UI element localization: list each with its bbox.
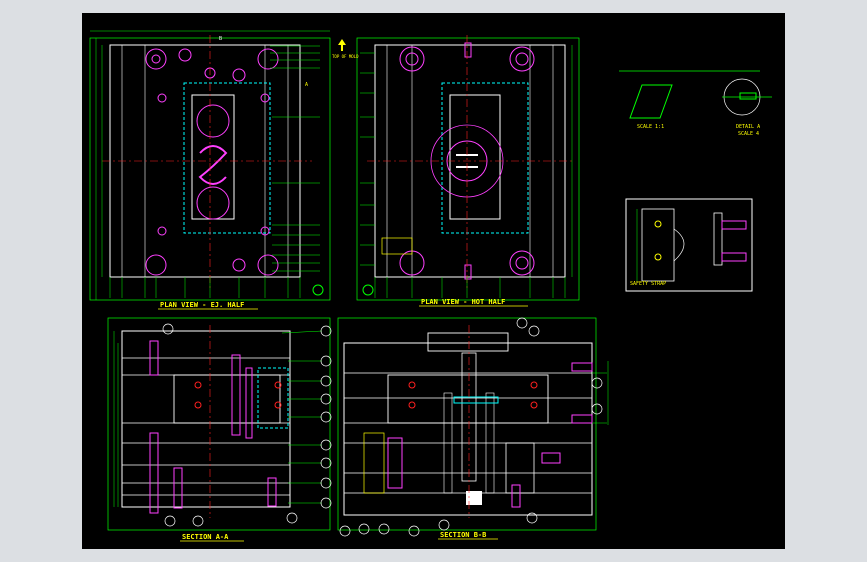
balloons-section-b-b: [339, 317, 603, 537]
section-mark-a: A: [305, 82, 308, 88]
title-section-aa: SECTION A-A: [182, 533, 229, 541]
label-scale-1-1: SCALE 1:1: [637, 124, 664, 130]
section-mark-b: B: [219, 36, 222, 42]
safety-strap-view: SAFETY STRAP: [625, 198, 753, 292]
section-a-a: SECTION A-A: [107, 317, 332, 542]
balloons-section-a-a: [162, 323, 332, 527]
plan-view-hot-half: PLAN VIEW - HOT HALF: [356, 35, 580, 307]
drawing-canvas: A B PLAN VIEW - EJ. HALF: [82, 13, 785, 549]
scale-detail-view: SCALE 1:1 DETAIL A SCALE 4: [619, 70, 772, 137]
top-of-mold-indicator: TOP OF MOLD: [332, 39, 359, 59]
title-plan-ej: PLAN VIEW - EJ. HALF: [160, 301, 244, 309]
section-b-b: SECTION B-B: [337, 317, 609, 540]
plan-view-ej-half: A B PLAN VIEW - EJ. HALF: [89, 30, 331, 310]
top-of-mold-label: TOP OF MOLD: [332, 54, 359, 59]
label-scale-4: SCALE 4: [738, 131, 759, 137]
label-detail-a: DETAIL A: [736, 124, 760, 130]
label-safety-strap: SAFETY STRAP: [630, 281, 666, 287]
title-section-bb: SECTION B-B: [440, 531, 486, 539]
title-plan-hot: PLAN VIEW - HOT HALF: [421, 298, 505, 306]
cad-drawing: A B PLAN VIEW - EJ. HALF: [89, 30, 772, 542]
